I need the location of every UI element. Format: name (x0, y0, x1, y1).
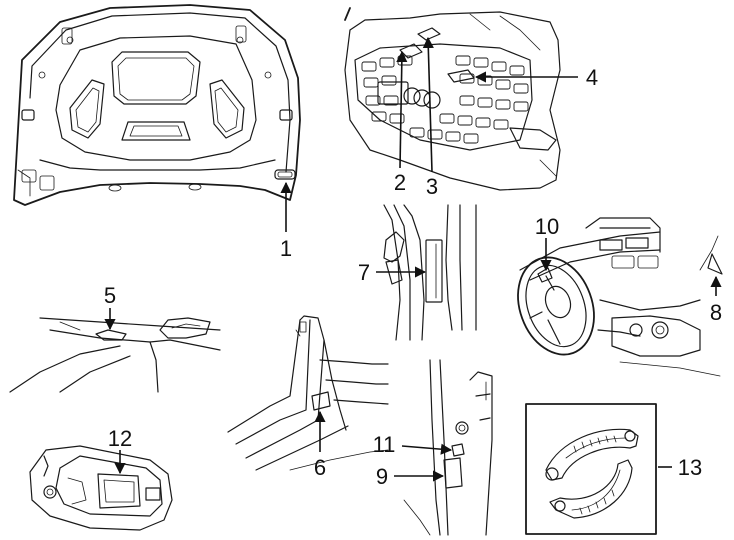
pillar-label-part-9 (443, 457, 463, 489)
callout-12: 12 (108, 426, 132, 451)
grille-label-part-4 (447, 69, 475, 83)
mirror-label-part-8 (707, 253, 723, 275)
grille-label-part-3 (417, 27, 441, 41)
grille-mesh (361, 55, 529, 144)
callout-labels: 1 2 3 4 5 6 7 8 9 10 11 12 13 (104, 65, 722, 489)
callout-2: 2 (394, 170, 406, 195)
inset-frame (525, 403, 657, 535)
hood-label-part-1 (274, 169, 296, 180)
pointer-3 (422, 36, 434, 173)
callout-9: 9 (376, 464, 388, 489)
callout-11: 11 (373, 432, 396, 457)
pointer-2 (396, 50, 408, 169)
windshield-label-part-5 (95, 329, 127, 341)
dashboard-illustration (517, 217, 723, 377)
b-pillar-label-part-7 (425, 239, 443, 303)
door-sill-illustration (227, 315, 389, 471)
pillar-label-part-11 (451, 443, 465, 457)
windshield-illustration (9, 317, 221, 393)
callout-5: 5 (104, 283, 116, 308)
part-13-inset (525, 403, 657, 535)
callout-3: 3 (426, 174, 438, 199)
callout-10: 10 (535, 214, 559, 239)
callout-pointers (104, 36, 722, 482)
fuel-door-illustration (29, 445, 173, 531)
front-grille-illustration (344, 7, 561, 191)
hood-illustration (13, 4, 301, 206)
callout-4: 4 (586, 65, 598, 90)
door-sill-label-part-6 (311, 391, 331, 411)
c-pillar-illustration (403, 359, 493, 536)
callout-6: 6 (314, 455, 326, 480)
callout-8: 8 (710, 300, 722, 325)
pointer-11 (401, 443, 453, 455)
callout-13: 13 (678, 455, 702, 480)
callout-7: 7 (358, 260, 370, 285)
callout-1: 1 (280, 236, 292, 261)
